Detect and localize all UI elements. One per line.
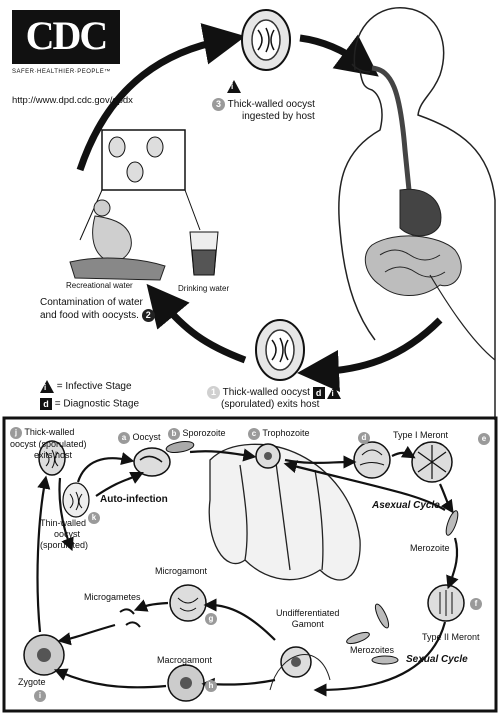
stage-undifferentiated-gamont bbox=[270, 647, 330, 690]
label-e: e bbox=[478, 433, 490, 445]
label-a: a Oocyst bbox=[118, 432, 161, 444]
stage-e-type1-meront bbox=[412, 442, 452, 482]
stage-h-macrogamont bbox=[168, 665, 204, 701]
type1-meront-label: Type I Meront bbox=[393, 430, 448, 441]
microgametes-label: Microgametes bbox=[84, 592, 141, 603]
esophagus bbox=[372, 68, 410, 200]
label-k: k Thin-walled oocyst (sporulated) bbox=[40, 518, 88, 551]
cdc-logo-text: CDC bbox=[12, 12, 120, 60]
stomach bbox=[400, 189, 441, 236]
arrow-into-host bbox=[300, 38, 362, 64]
arrow-contamination bbox=[160, 300, 245, 360]
step2-line2: and food with oocysts. bbox=[40, 310, 139, 321]
stage-g-microgamont bbox=[170, 585, 206, 621]
label-g: g bbox=[205, 613, 217, 625]
letter-g: g bbox=[205, 613, 217, 625]
step3-line1: Thick-walled oocyst bbox=[228, 99, 315, 110]
diagnostic-stage-icon: d bbox=[40, 398, 52, 410]
letter-i: i bbox=[34, 690, 46, 702]
stage-i-zygote bbox=[24, 635, 64, 675]
step2-badge: 2 bbox=[142, 309, 155, 322]
letter-f: f bbox=[470, 598, 482, 610]
step1-diagnostic-marker: d bbox=[313, 387, 325, 399]
step2-label: Contamination of water and food with ooc… bbox=[40, 297, 155, 322]
step1-infective-marker: i bbox=[327, 386, 341, 399]
label-h: h bbox=[205, 680, 217, 692]
stage-merozoite bbox=[444, 509, 460, 536]
diagnostic-legend-label: = Diagnostic Stage bbox=[55, 399, 139, 410]
step2-line1: Contamination of water bbox=[40, 297, 143, 308]
label-c: c Trophozoite bbox=[248, 428, 310, 440]
label-b: b Sporozoite bbox=[168, 428, 226, 440]
step3-line2: ingested by host bbox=[212, 111, 315, 122]
asexual-cycle-label: Asexual Cycle bbox=[372, 500, 440, 512]
legend-diagnostic: d = Diagnostic Stage bbox=[40, 398, 139, 411]
microgamont-label: Microgamont bbox=[155, 566, 207, 577]
letter-a: a bbox=[118, 432, 130, 444]
step1-label: 1 Thick-walled oocyst d i (sporulated) e… bbox=[207, 386, 341, 411]
label-i: i bbox=[34, 690, 46, 702]
cdc-url[interactable]: http://www.dpd.cdc.gov/dpdx bbox=[12, 95, 133, 107]
label-j: j Thick-walled oocyst (sporulated) exits… bbox=[10, 427, 87, 461]
letter-j: j bbox=[10, 427, 22, 439]
label-f: f bbox=[470, 598, 482, 610]
stage-d-type1-meront bbox=[354, 442, 390, 478]
infective-legend-label: = Infective Stage bbox=[57, 381, 132, 392]
stage-f-type2-meront bbox=[428, 585, 464, 621]
merozoites-label: Merozoites bbox=[350, 645, 394, 656]
letter-h: h bbox=[205, 680, 217, 692]
stage-c-trophozoite bbox=[256, 444, 280, 468]
swimmer-figure bbox=[70, 200, 165, 280]
macrogamont-label: Macrogamont bbox=[157, 655, 212, 666]
merozoite-label: Merozoite bbox=[410, 543, 450, 554]
arrow-exits-host bbox=[318, 320, 440, 372]
recreational-water-label: Recreational water bbox=[66, 280, 133, 291]
step3-label: 3 Thick-walled oocyst ingested by host bbox=[212, 98, 315, 123]
drinking-glass bbox=[190, 232, 218, 275]
sexual-cycle-label: Sexual Cycle bbox=[406, 654, 468, 666]
cdc-logo: CDC bbox=[12, 12, 120, 60]
step3-badge: 3 bbox=[212, 98, 225, 111]
infective-stage-icon: i bbox=[40, 380, 54, 393]
step1-line1: Thick-walled oocyst bbox=[223, 387, 310, 398]
stage-a-oocyst bbox=[134, 448, 170, 476]
letter-k: k bbox=[88, 512, 100, 524]
letter-d: d bbox=[358, 432, 370, 444]
drinking-water-label: Drinking water bbox=[178, 283, 229, 294]
undifferentiated-gamont-label: Undifferentiated Gamont bbox=[276, 608, 339, 630]
letter-b: b bbox=[168, 428, 180, 440]
letter-e: e bbox=[478, 433, 490, 445]
zygote-label: Zygote bbox=[18, 677, 46, 688]
label-d: d bbox=[358, 432, 370, 444]
step1-badge: 1 bbox=[207, 386, 220, 399]
type2-meront-label: Type II Meront bbox=[422, 632, 480, 643]
letter-c: c bbox=[248, 428, 260, 440]
legend-infective: i = Infective Stage bbox=[40, 380, 132, 393]
infective-marker-top: i bbox=[227, 78, 241, 96]
auto-infection-label: Auto-infection bbox=[100, 494, 168, 506]
intestinal-tissue bbox=[209, 444, 360, 580]
step1-line2: (sporulated) exits host bbox=[207, 399, 319, 410]
stage-microgametes bbox=[120, 609, 140, 627]
cdc-tagline: SAFER·HEALTHIER·PEOPLE™ bbox=[12, 67, 111, 78]
intestines bbox=[365, 236, 461, 296]
stage-k-thin-walled-oocyst bbox=[63, 483, 89, 517]
